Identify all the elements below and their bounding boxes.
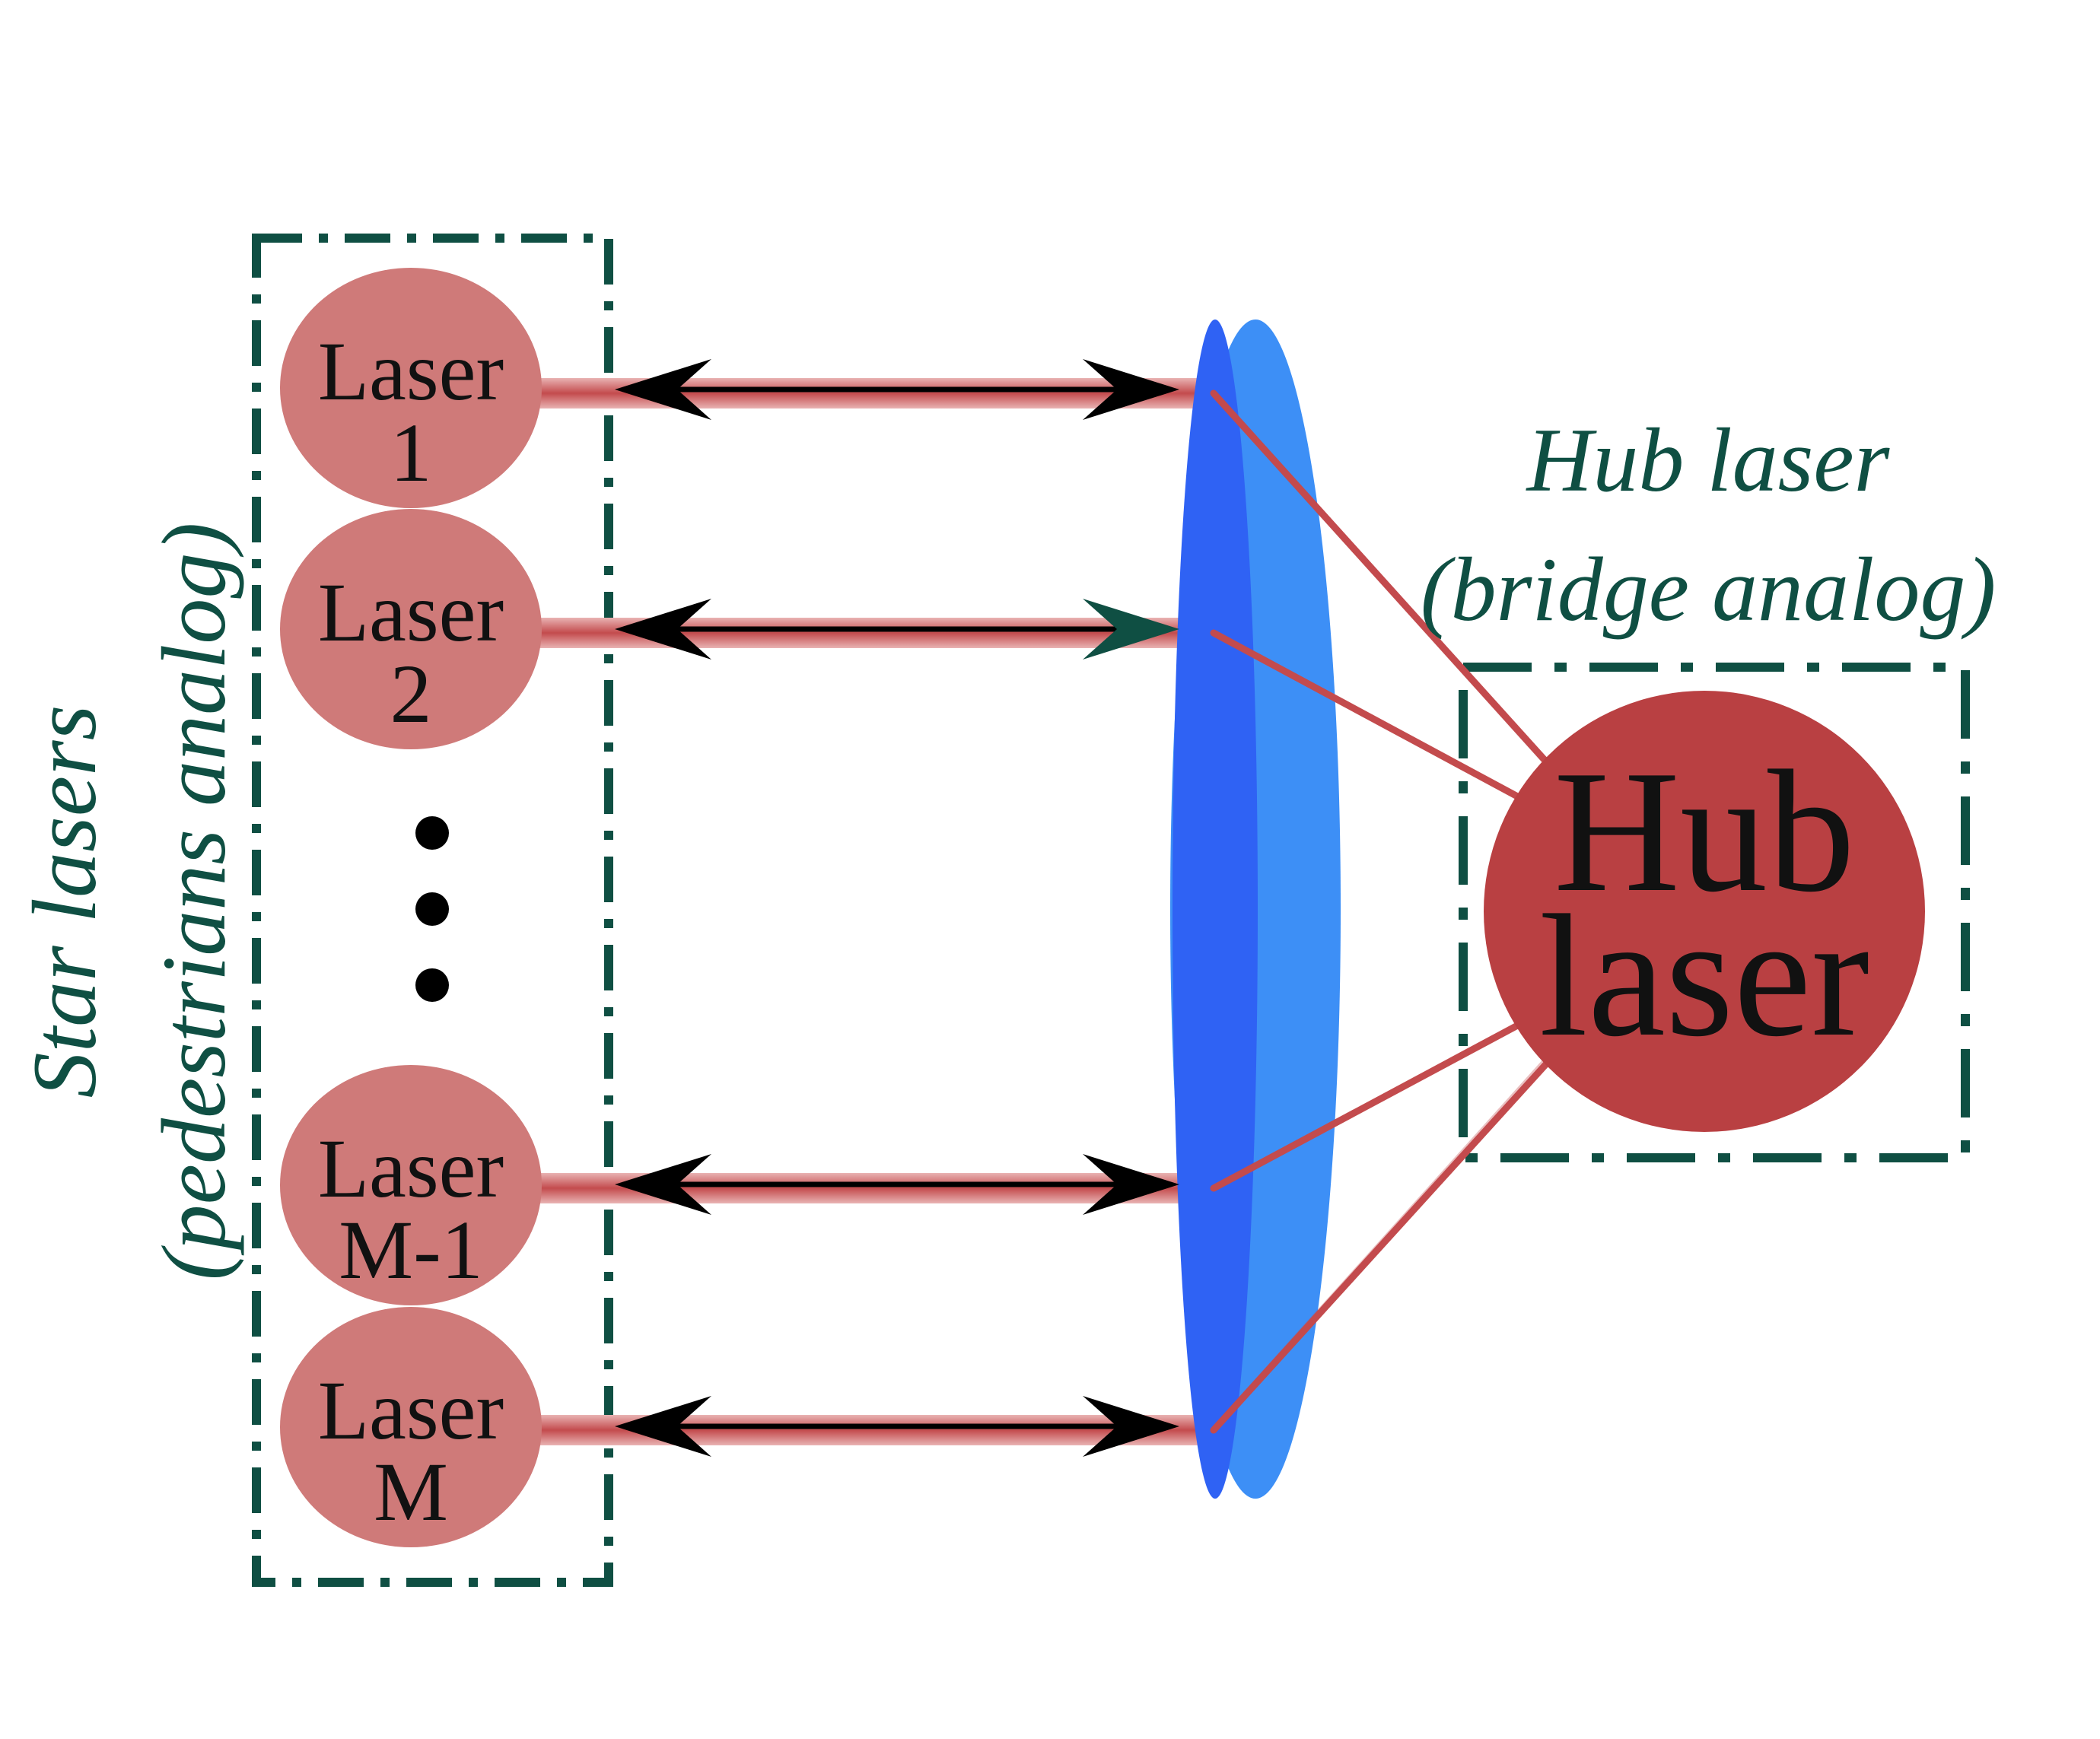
star-laser-m-line1: Laser [318,1364,504,1457]
hub-laser-frame [1459,663,1970,1162]
double-headed-arrow-icon [615,599,1179,660]
hub-laser-line2: laser [1539,879,1869,1073]
star-laser-m-1-line1: Laser [318,1122,504,1215]
vertical-ellipsis-icon [415,816,449,1002]
star-laser-m: Laser M [280,1307,542,1547]
star-group-label-line1: Star lasers [14,705,115,1098]
hub-laser: Hub laser [1484,691,1925,1132]
double-headed-arrow-icon [615,1396,1179,1457]
double-headed-arrow-icon [615,1154,1179,1215]
star-laser-1-line2: 1 [390,406,432,499]
star-lasers-frame [252,234,613,1587]
star-laser-2: Laser 2 [280,509,542,749]
star-group-label-line2: (pedestrians analog) [143,523,244,1281]
star-laser-1: Laser 1 [280,268,542,508]
hub-laser-line1: Hub [1554,734,1855,928]
lens-icon [1170,320,1341,1499]
star-laser-2-line2: 2 [390,647,432,740]
star-laser-1-line1: Laser [318,325,504,418]
star-laser-m-1-line2: M-1 [339,1203,482,1296]
star-beams [533,378,1202,1445]
hub-group-label-line2: (bridge analog) [1421,539,1997,640]
double-headed-arrow-icon [615,359,1179,420]
star-laser-2-line1: Laser [318,566,504,659]
star-laser-m-line2: M [374,1445,448,1538]
hub-group-label-line1: Hub laser [1526,409,1891,510]
star-laser-m-1: Laser M-1 [280,1065,542,1305]
arrows [615,359,1179,1457]
